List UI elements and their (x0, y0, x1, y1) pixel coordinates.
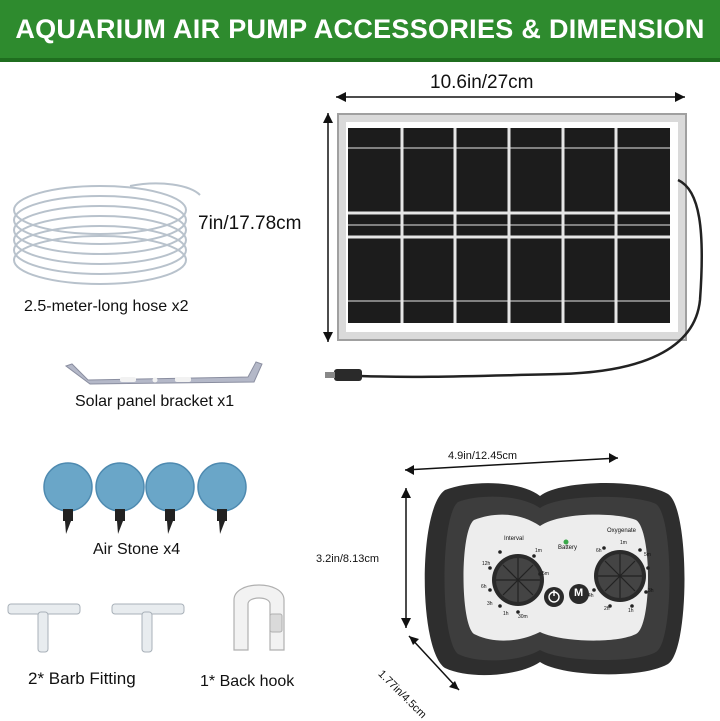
power-icon[interactable] (544, 587, 564, 607)
left-dial-mark: 12h (482, 561, 491, 567)
left-dial-mark: 1m (535, 548, 542, 554)
right-dial-mark: 1h (628, 608, 634, 614)
air-stone (197, 462, 247, 534)
air-stone-label: Air Stone x4 (93, 541, 181, 558)
back-hook-icon (233, 584, 285, 651)
right-dial-mark: 1m (620, 540, 627, 546)
back-hook-label: 1* Back hook (200, 673, 295, 690)
header-banner: AQUARIUM AIR PUMP ACCESSORIES & DIMENSIO… (0, 0, 720, 62)
oxygenate-dial-title: Oxygenate (607, 528, 637, 534)
mode-button[interactable]: M (574, 587, 584, 599)
right-dial-mark: 3h (648, 588, 654, 594)
pump-height-label: 3.2in/8.13cm (316, 553, 379, 565)
left-dial-mark: 5m (542, 571, 549, 577)
barb-fittings (7, 603, 185, 653)
left-dial-mark: 6h (481, 584, 487, 590)
left-dial-mark: 30m (518, 614, 528, 620)
pump-device (401, 453, 685, 691)
air-stone (43, 462, 93, 534)
right-dial-mark: 5m (644, 552, 651, 558)
right-dial-mark: 4h (588, 593, 594, 599)
page-title: AQUARIUM AIR PUMP ACCESSORIES & DIMENSIO… (15, 13, 705, 44)
air-stones (43, 462, 247, 534)
bracket-icon (64, 361, 263, 385)
hose-label: 2.5-meter-long hose x2 (24, 298, 189, 315)
hose-coil (13, 182, 201, 285)
air-stone (145, 462, 195, 534)
panel-height-label: 7in/17.78cm (198, 213, 302, 234)
barb-fitting-label: 2* Barb Fitting (28, 669, 136, 688)
air-stone (95, 462, 145, 534)
bracket-label: Solar panel bracket x1 (75, 393, 235, 410)
solar-panel (323, 92, 704, 381)
pump-width-label: 4.9in/12.45cm (448, 450, 518, 462)
barb-fitting-icon (111, 603, 185, 653)
right-dial-mark: 6h (596, 548, 602, 554)
panel-width-label: 10.6in/27cm (430, 72, 534, 93)
left-dial-mark: 3h (487, 601, 493, 607)
barb-fitting-icon (7, 603, 81, 653)
interval-dial-title: Interval (504, 536, 524, 542)
left-dial-mark: 1h (503, 611, 509, 617)
battery-indicator-label: Battery (558, 545, 578, 551)
right-dial-mark: 2h (604, 606, 610, 612)
